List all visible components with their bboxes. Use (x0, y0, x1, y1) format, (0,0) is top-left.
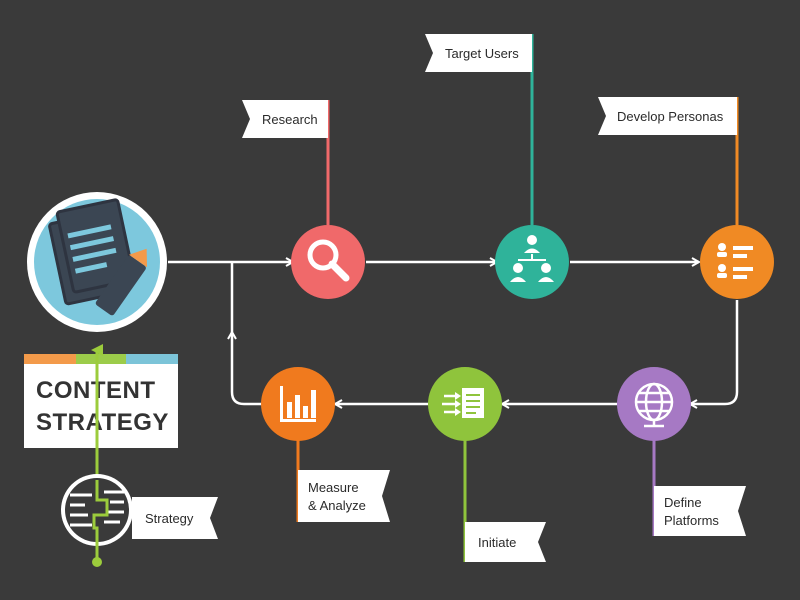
title-stripe-blue (126, 354, 178, 364)
target-users-label: Target Users (445, 46, 519, 61)
measure-label-line2: & Analyze (308, 498, 366, 513)
strategy-node (61, 474, 133, 567)
feedback-loop-arrow (232, 332, 262, 406)
step-target-users: Target Users (425, 34, 569, 299)
bar-chart-icon (280, 386, 316, 422)
platforms-circle (617, 367, 691, 441)
define-platforms-label-line2: Platforms (664, 513, 719, 528)
documents-pencil-icon (48, 198, 148, 316)
persona-list-icon (717, 243, 753, 279)
magnifier-icon (307, 239, 350, 282)
initiate-label: Initiate (478, 535, 516, 550)
target-users-flag (425, 34, 532, 72)
users-hierarchy-icon (510, 235, 554, 282)
research-flag (242, 100, 328, 138)
step-develop-personas: Develop Personas (598, 97, 774, 299)
research-label: Research (262, 112, 318, 127)
main-documents-node (27, 192, 167, 332)
step-initiate: Initiate (428, 367, 546, 562)
arrow-to-define-platforms (690, 300, 739, 404)
document-arrows-icon (442, 388, 484, 418)
measure-flag (298, 470, 390, 522)
initiate-flag (465, 522, 546, 562)
strategy-flag: Strategy (132, 497, 218, 539)
develop-personas-label: Develop Personas (617, 109, 724, 124)
maze-brain-icon (70, 490, 124, 527)
title-stripe-orange (24, 354, 76, 364)
strategy-label: Strategy (145, 511, 194, 526)
platforms-flag (654, 486, 746, 536)
flow-connectors (168, 262, 739, 406)
globe-icon (634, 382, 674, 428)
title-line2: STRATEGY (36, 409, 169, 436)
content-strategy-title-box: CONTENT STRATEGY (24, 354, 178, 448)
title-stripe-green (76, 354, 126, 364)
step-research: Research (242, 100, 365, 299)
personas-circle (700, 225, 774, 299)
step-define-platforms: Define Platforms (617, 367, 746, 536)
research-circle (291, 225, 365, 299)
measure-label-line1: Measure (308, 480, 359, 495)
define-platforms-label-line1: Define (664, 495, 702, 510)
personas-flag (598, 97, 737, 135)
step-measure-analyze: Measure & Analyze (261, 367, 390, 522)
